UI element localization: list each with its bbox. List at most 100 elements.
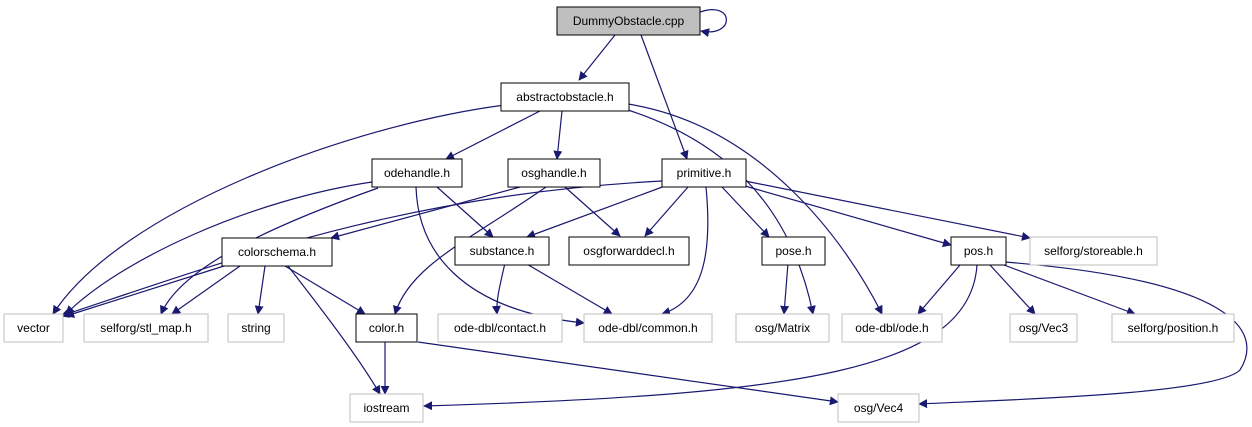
node-box [841, 313, 943, 343]
edge-dummy-abstractobstacle [578, 34, 616, 81]
node-box [349, 393, 424, 423]
node-box [500, 82, 630, 112]
edge-dummy-primitive [640, 34, 689, 160]
node-box [507, 158, 601, 188]
node-box [454, 236, 550, 266]
edge-abstractobstacle-odeh [627, 103, 883, 315]
node-label: string [241, 321, 270, 335]
edge-osghandle-osgforwarddecl [564, 186, 621, 237]
edge-pos-vec3 [989, 264, 1036, 315]
edge-odehandle-substance [436, 186, 494, 238]
node-label: selforg/position.h [1128, 321, 1219, 335]
node-label: ode-dbl/ode.h [855, 321, 928, 335]
node-label: iostream [363, 401, 409, 415]
node-primitive[interactable]: primitive.h [661, 158, 747, 188]
edge-pos-vec4 [918, 261, 1248, 409]
node-label: abstractobstacle.h [516, 90, 613, 104]
node-box [83, 313, 209, 343]
node-label: pos.h [964, 244, 993, 258]
edge-colorschema-vector [65, 265, 225, 318]
node-label: odehandle.h [384, 166, 450, 180]
edge-colorschema-string [254, 265, 266, 315]
node-box [661, 158, 747, 188]
edge-primitive-pose [721, 186, 770, 238]
node-label: selforg/stl_map.h [100, 321, 191, 335]
node-label: ode-dbl/contact.h [454, 321, 546, 335]
edge-osghandle-color [393, 186, 547, 315]
node-color[interactable]: color.h [355, 313, 418, 343]
node-label: color.h [369, 321, 404, 335]
node-label: osg/Matrix [755, 321, 810, 335]
node-label: vector [17, 321, 50, 335]
node-position[interactable]: selforg/position.h [1111, 313, 1235, 343]
node-label: osghandle.h [521, 166, 586, 180]
edge-colorschema-iostream [287, 265, 381, 395]
node-pose[interactable]: pose.h [761, 236, 826, 266]
node-box [355, 313, 418, 343]
edge-primitive-common [661, 186, 709, 316]
edge-abstractobstacle-osghandle [553, 110, 563, 160]
node-box [221, 237, 333, 267]
edge-color-vec4 [417, 341, 839, 406]
node-label: DummyObstacle.cpp [573, 14, 685, 28]
node-box [837, 393, 920, 423]
node-contact[interactable]: ode-dbl/contact.h [437, 313, 563, 343]
node-osghandle[interactable]: osghandle.h [507, 158, 601, 188]
node-label: colorschema.h [238, 245, 316, 259]
edge-pos-odeh [917, 264, 961, 315]
node-iostream[interactable]: iostream [349, 393, 424, 423]
node-label: ode-dbl/common.h [598, 321, 697, 335]
node-label: substance.h [470, 244, 535, 258]
edge-primitive-substance [526, 185, 666, 239]
node-abstractobstacle[interactable]: abstractobstacle.h [500, 82, 630, 112]
node-odeh[interactable]: ode-dbl/ode.h [841, 313, 943, 343]
node-common[interactable]: ode-dbl/common.h [583, 313, 713, 343]
edge-odehandle-vector [65, 181, 373, 315]
node-label: primitive.h [677, 166, 732, 180]
graph-nodes: DummyObstacle.cpp abstractobstacle.h primi… [3, 6, 1235, 423]
edge-pose-matrix [780, 262, 790, 315]
edge-colorschema-stl-map [171, 265, 241, 315]
node-label: pose.h [775, 244, 811, 258]
node-stl-map[interactable]: selforg/stl_map.h [83, 313, 209, 343]
edge-osghandle-colorschema [330, 186, 521, 241]
edge-abstractobstacle-vector [52, 104, 506, 315]
node-string[interactable]: string [227, 313, 285, 343]
node-box [227, 313, 285, 343]
edge-primitive-storeable [744, 180, 1031, 241]
node-substance[interactable]: substance.h [454, 236, 550, 266]
node-storeable[interactable]: selforg/storeable.h [1029, 236, 1158, 266]
edge-colorschema-color [284, 265, 366, 315]
node-box [1029, 236, 1158, 266]
node-box [568, 236, 690, 266]
dependency-edges [52, 9, 1248, 411]
node-pos[interactable]: pos.h [950, 236, 1007, 266]
edge-primitive-pos [744, 185, 952, 248]
node-osgforwarddecl[interactable]: osgforwarddecl.h [568, 236, 690, 266]
node-matrix[interactable]: osg/Matrix [735, 313, 830, 343]
edge-primitive-vector [60, 180, 663, 318]
node-box [950, 236, 1007, 266]
node-vec4[interactable]: osg/Vec4 [837, 393, 920, 423]
node-label: osgforwarddecl.h [583, 244, 674, 258]
edge-pos-position [1003, 264, 1136, 316]
edge-primitive-osgforwarddecl [644, 186, 689, 237]
node-box [583, 313, 713, 343]
node-label: osg/Vec3 [1019, 321, 1069, 335]
edge-pos-iostream [423, 264, 978, 411]
node-vec3[interactable]: osg/Vec3 [1009, 313, 1078, 343]
node-colorschema[interactable]: colorschema.h [221, 237, 333, 267]
node-box [1111, 313, 1235, 343]
edge-abstractobstacle-matrix [627, 109, 816, 315]
node-box [556, 6, 701, 36]
node-label: selforg/storeable.h [1044, 244, 1143, 258]
edge-substance-contact [491, 262, 506, 315]
node-box [761, 236, 826, 266]
node-odehandle[interactable]: odehandle.h [371, 158, 463, 188]
node-box [735, 313, 830, 343]
node-vector[interactable]: vector [3, 313, 64, 343]
node-dummy[interactable]: DummyObstacle.cpp [556, 6, 701, 36]
node-box [3, 313, 64, 343]
node-box [371, 158, 463, 188]
